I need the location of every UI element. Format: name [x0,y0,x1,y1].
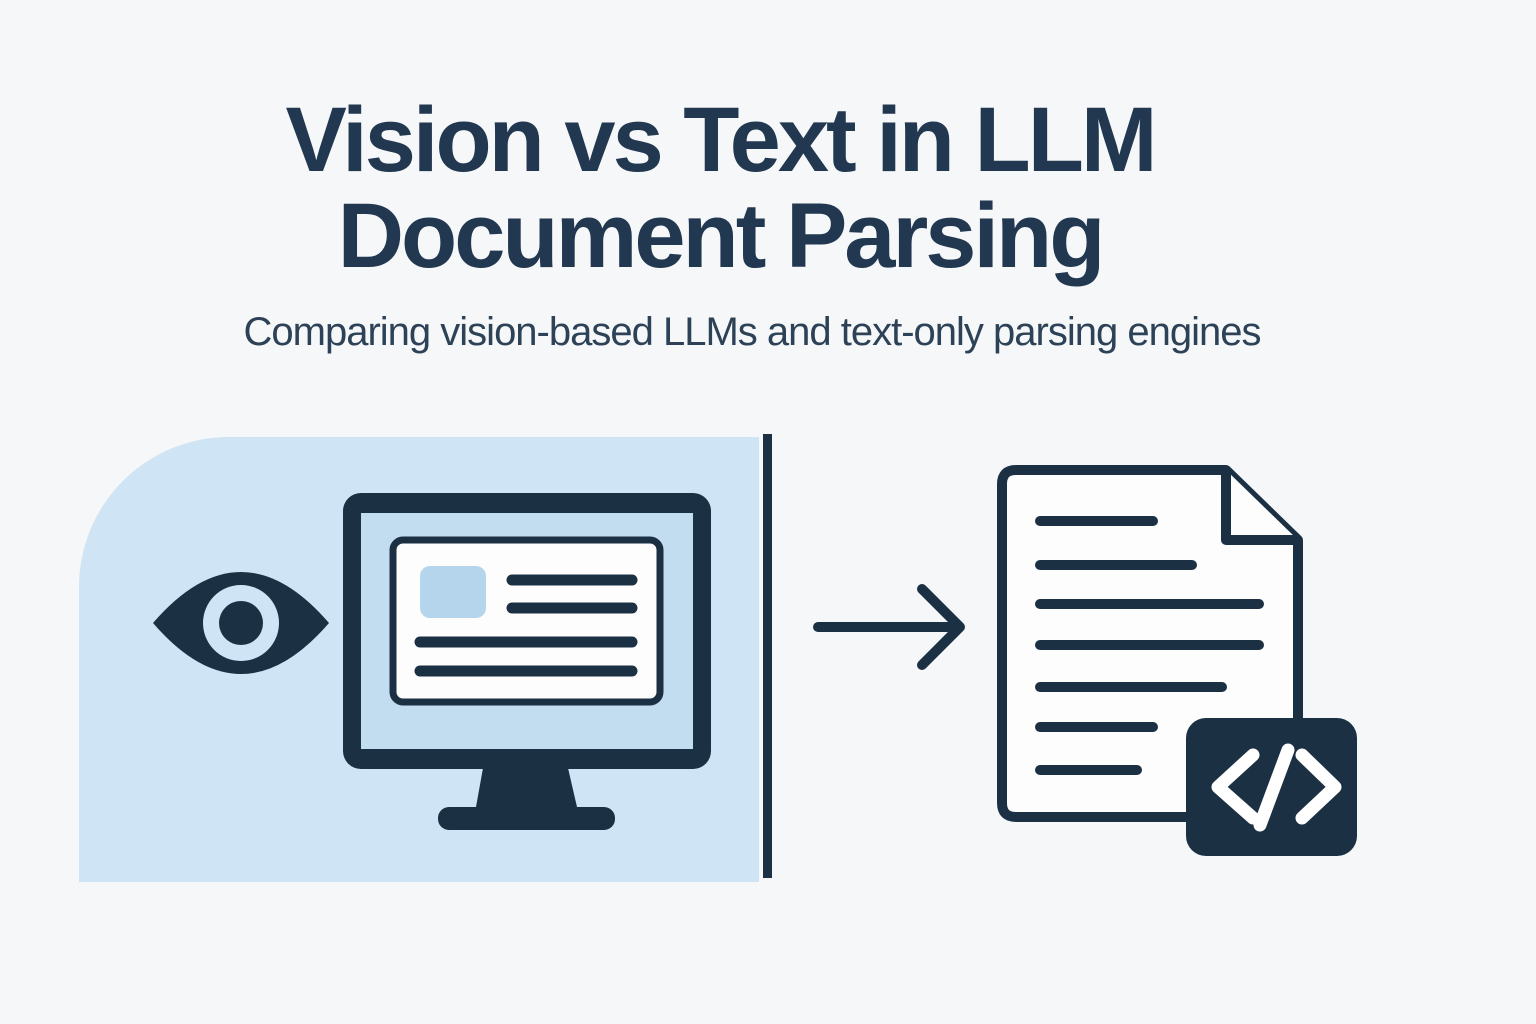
folded-corner [1221,470,1298,545]
arrow-right-icon [813,584,965,670]
title-line-2: Document Parsing [337,185,1106,287]
code-glyph [1211,743,1342,832]
subtitle-wrap: Comparing vision-based LLMs and text-onl… [0,310,1504,355]
eye-icon [153,572,329,674]
vertical-divider [763,434,772,878]
code-badge-icon [1186,718,1357,856]
page-title: Vision vs Text in LLM Document Parsing [0,92,1440,284]
monitor-with-document-icon [343,493,711,830]
subtitle: Comparing vision-based LLMs and text-onl… [243,310,1262,354]
title-line-1: Vision vs Text in LLM [285,89,1157,191]
